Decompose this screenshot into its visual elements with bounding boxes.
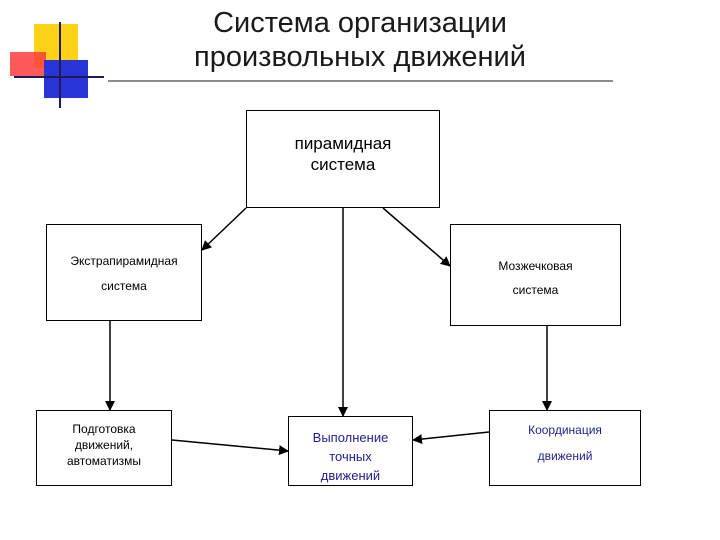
node-precise-movements: Выполнение точных движений xyxy=(288,416,413,486)
title-line-1: Система организации xyxy=(213,7,507,39)
node-pyramidal-line-1: пирамидная xyxy=(294,134,392,153)
arrow-preparation-to-execution xyxy=(171,439,289,456)
logo-red-square xyxy=(10,52,46,76)
node-execution-line-2: точных xyxy=(329,449,372,464)
node-execution-line-3: движений xyxy=(320,468,381,483)
node-execution-line-1: Выполнение xyxy=(312,430,389,445)
node-preparation-line-3: автоматизмы xyxy=(66,454,142,468)
arrow-pyramidal-to-cerebellar xyxy=(382,207,451,267)
logo-blue-square xyxy=(44,60,88,98)
node-cerebellar-system: Мозжечковая система xyxy=(450,224,621,326)
slide-title: Система организации произвольных движени… xyxy=(130,6,590,74)
arrow-pyramidal-to-extrapyramidal xyxy=(201,207,247,251)
node-coordination-line-2: движений xyxy=(537,449,593,463)
node-extrapyramidal-system: Экстрапирамидная система xyxy=(46,224,202,321)
node-preparation-line-1: Подготовка xyxy=(72,422,136,436)
node-cerebellar-line-2: система xyxy=(512,283,559,297)
node-movement-preparation: Подготовка движений, автоматизмы xyxy=(36,410,172,486)
title-line-2: произвольных движений xyxy=(194,41,526,73)
node-extrapyramidal-line-1: Экстрапирамидная xyxy=(70,254,178,268)
node-pyramidal-system: пирамидная система xyxy=(246,110,440,208)
node-coordination: Координация движений xyxy=(489,410,641,486)
node-cerebellar-line-1: Мозжечковая xyxy=(498,259,573,273)
arrow-coordination-to-execution xyxy=(412,431,490,445)
logo-vertical-line xyxy=(59,22,61,108)
corner-logo xyxy=(0,0,110,110)
node-coordination-line-1: Координация xyxy=(528,423,602,437)
node-extrapyramidal-line-2: система xyxy=(101,279,147,293)
node-preparation-line-2: движений, xyxy=(74,438,134,452)
title-underline xyxy=(108,80,613,82)
node-pyramidal-line-2: система xyxy=(310,155,376,174)
